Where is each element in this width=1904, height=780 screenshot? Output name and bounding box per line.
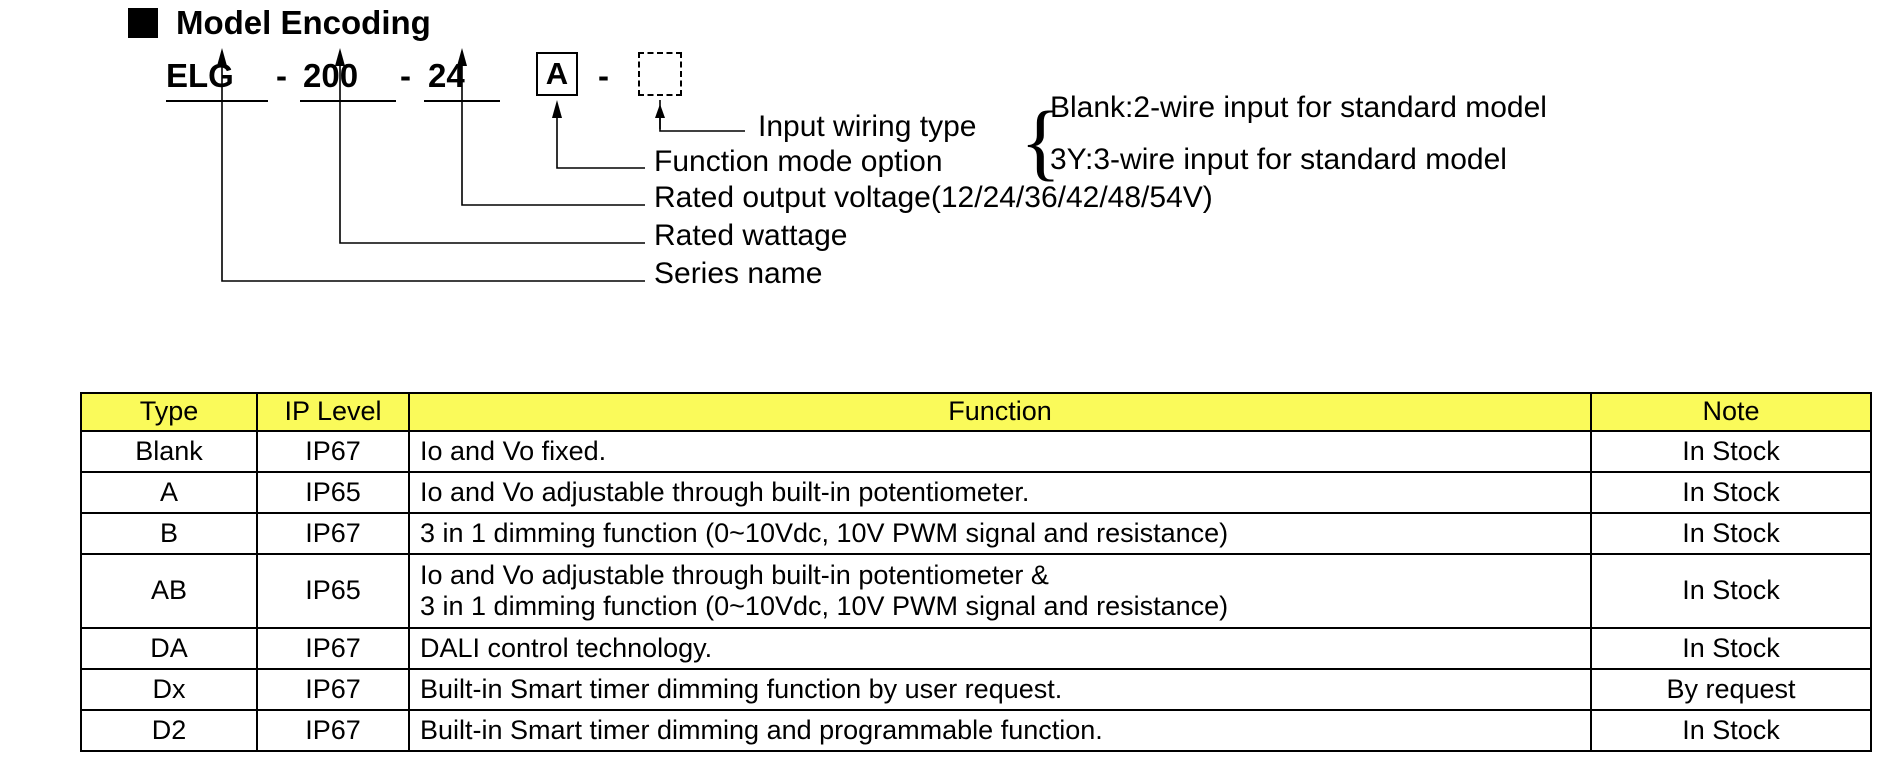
encoding-voltage: 24: [428, 57, 465, 94]
cell-ip-level: IP65: [256, 553, 410, 629]
cell-note: In Stock: [1590, 709, 1872, 752]
page-title: Model Encoding: [176, 4, 431, 41]
table-row: Blank IP67 Io and Vo fixed. In Stock: [80, 430, 1872, 473]
function-table-wrapper: Type IP Level Function Note Blank IP67 I…: [80, 392, 1872, 752]
cell-type: DA: [80, 627, 258, 670]
encoding-dash-2: -: [400, 57, 411, 94]
cell-function: DALI control technology.: [408, 627, 1592, 670]
table-header-row: Type IP Level Function Note: [80, 392, 1872, 432]
annotation-rated-wattage: Rated wattage: [654, 219, 848, 252]
cell-function: Io and Vo adjustable through built-in po…: [408, 553, 1592, 629]
cell-ip-level: IP67: [256, 512, 410, 555]
encoding-function-mode: A: [545, 56, 569, 91]
encoding-dash-3: -: [598, 57, 609, 94]
cell-note: By request: [1590, 668, 1872, 711]
cell-note: In Stock: [1590, 627, 1872, 670]
function-line: Io and Vo adjustable through built-in po…: [420, 559, 1049, 590]
cell-ip-level: IP67: [256, 430, 410, 473]
function-line: 3 in 1 dimming function (0~10Vdc, 10V PW…: [420, 591, 1229, 621]
function-line: Io and Vo adjustable through built-in po…: [420, 476, 1030, 507]
table-row: Dx IP67 Built-in Smart timer dimming fun…: [80, 668, 1872, 711]
function-line: Built-in Smart timer dimming function by…: [420, 673, 1063, 704]
table-row: B IP67 3 in 1 dimming function (0~10Vdc,…: [80, 512, 1872, 555]
encoding-series: ELG: [166, 57, 234, 94]
cell-function: Built-in Smart timer dimming function by…: [408, 668, 1592, 711]
function-line: Io and Vo fixed.: [420, 435, 607, 466]
cell-note: In Stock: [1590, 512, 1872, 555]
underline-wattage: [300, 100, 396, 102]
encoding-wattage: 200: [303, 57, 359, 94]
cell-function: Built-in Smart timer dimming and program…: [408, 709, 1592, 752]
annotation-function-mode-option: Function mode option: [654, 145, 943, 178]
cell-function: Io and Vo fixed.: [408, 430, 1592, 473]
table-row: A IP65 Io and Vo adjustable through buil…: [80, 471, 1872, 514]
section-heading: Model Encoding: [128, 6, 431, 39]
cell-ip-level: IP65: [256, 471, 410, 514]
function-line: 3 in 1 dimming function (0~10Vdc, 10V PW…: [420, 517, 1229, 548]
table-header-ip-level: IP Level: [256, 392, 410, 432]
cell-type: Dx: [80, 668, 258, 711]
cell-type: B: [80, 512, 258, 555]
underline-series: [166, 100, 268, 102]
annotation-rated-output-voltage: Rated output voltage(12/24/36/42/48/54V): [654, 181, 1213, 214]
table-body: Blank IP67 Io and Vo fixed. In Stock A I…: [80, 430, 1872, 752]
cell-function: 3 in 1 dimming function (0~10Vdc, 10V PW…: [408, 512, 1592, 555]
encoding-input-wiring-placeholder-box: [638, 52, 682, 96]
table-row: DA IP67 DALI control technology. In Stoc…: [80, 627, 1872, 670]
annotation-input-wiring-type: Input wiring type: [758, 110, 977, 143]
cell-type: AB: [80, 553, 258, 629]
cell-ip-level: IP67: [256, 668, 410, 711]
cell-function: Io and Vo adjustable through built-in po…: [408, 471, 1592, 514]
cell-type: D2: [80, 709, 258, 752]
cell-note: In Stock: [1590, 553, 1872, 629]
cell-ip-level: IP67: [256, 627, 410, 670]
cell-note: In Stock: [1590, 430, 1872, 473]
cell-type: Blank: [80, 430, 258, 473]
encoding-function-mode-box: A: [536, 52, 578, 96]
wiring-option-3y: 3Y:3-wire input for standard model: [1050, 143, 1507, 176]
annotation-series-name: Series name: [654, 257, 823, 290]
table-header-type: Type: [80, 392, 258, 432]
function-table: Type IP Level Function Note Blank IP67 I…: [80, 392, 1872, 752]
curly-brace-icon: {: [1020, 93, 1062, 189]
table-header-note: Note: [1590, 392, 1872, 432]
table-row: AB IP65 Io and Vo adjustable through bui…: [80, 553, 1872, 629]
cell-type: A: [80, 471, 258, 514]
underline-voltage: [424, 100, 500, 102]
function-line: DALI control technology.: [420, 632, 713, 663]
encoding-dash-1: -: [276, 57, 287, 94]
table-row: D2 IP67 Built-in Smart timer dimming and…: [80, 709, 1872, 752]
cell-note: In Stock: [1590, 471, 1872, 514]
cell-ip-level: IP67: [256, 709, 410, 752]
table-header-function: Function: [408, 392, 1592, 432]
square-bullet-icon: [128, 7, 158, 38]
wiring-option-blank: Blank:2-wire input for standard model: [1050, 91, 1547, 124]
model-encoding-string: ELG - 200 - 24 A -: [0, 52, 1904, 102]
function-line: Built-in Smart timer dimming and program…: [420, 714, 1103, 745]
